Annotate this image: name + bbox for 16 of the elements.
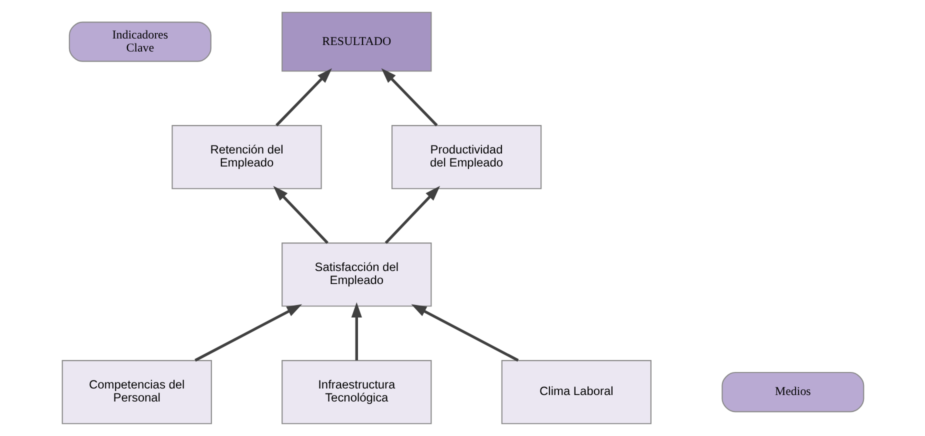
node-box: Productividad del Empleado xyxy=(390,124,542,190)
arrow xyxy=(410,304,518,362)
node-box: Indicadores Clave xyxy=(68,22,211,62)
arrow xyxy=(275,68,332,126)
node-box: RESULTADO xyxy=(281,12,432,72)
node-box: Competencias del Personal xyxy=(61,360,212,424)
node-box: Clima Laboral xyxy=(500,360,651,424)
arrow xyxy=(350,302,362,360)
arrow xyxy=(380,68,438,126)
arrow xyxy=(384,186,440,244)
node-box: Retención del Empleado xyxy=(171,124,322,190)
arrow xyxy=(272,186,328,244)
node-box: Satisfacción del Empleado xyxy=(281,242,432,307)
node-box: Infraestructura Tecnológica xyxy=(281,360,432,424)
arrow xyxy=(194,304,302,362)
node-box: Medios xyxy=(721,372,864,412)
